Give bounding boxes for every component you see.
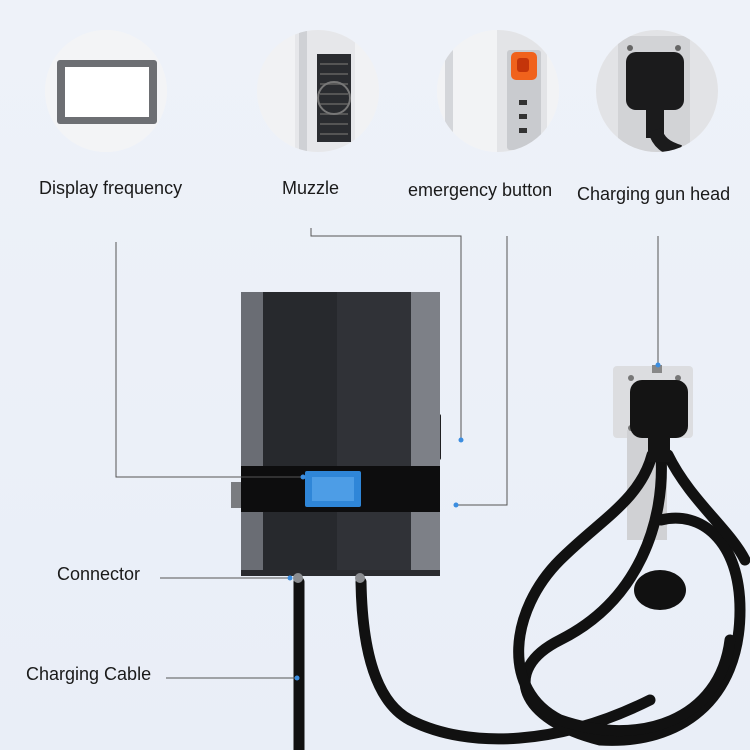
muzzle-label: Muzzle (282, 178, 340, 198)
emergency-button-detail-thumbnail (437, 30, 559, 152)
leader-dots (287, 362, 661, 681)
emergency-button-closeup-image (437, 30, 559, 152)
leader-lines (115, 228, 659, 679)
charger-body (231, 292, 441, 583)
emergency-button-label: emergency button (408, 180, 553, 200)
connector-left (293, 573, 303, 583)
connector-right (355, 573, 365, 583)
charging-cable (293, 449, 750, 750)
charging-gun-head (630, 380, 688, 462)
display-frequency-label: Display frequency (39, 178, 183, 198)
charging-gun-head-label: Charging gun head (577, 184, 731, 204)
connector-label: Connector (57, 564, 141, 584)
charging-cable-label: Charging Cable (26, 664, 152, 684)
gun-holder-closeup-image (596, 30, 718, 152)
fan-vent-closeup-image (257, 30, 379, 152)
display-closeup-image (45, 30, 167, 152)
display-detail-thumbnail (45, 30, 167, 152)
gun-head-detail-thumbnail (596, 30, 718, 152)
muzzle-detail-thumbnail (257, 30, 379, 152)
